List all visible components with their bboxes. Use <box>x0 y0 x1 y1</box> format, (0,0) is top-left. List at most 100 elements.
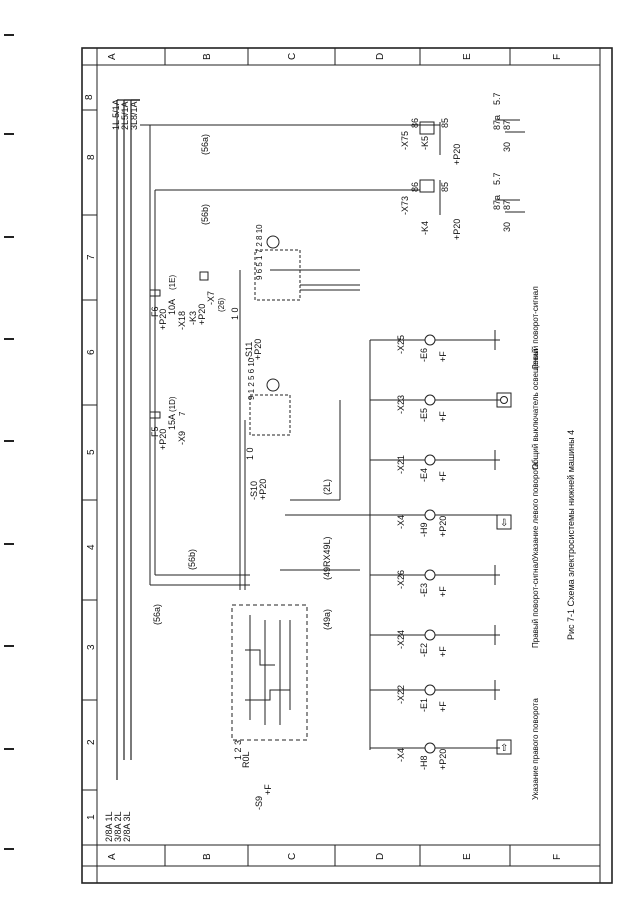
sun-icon <box>500 396 508 404</box>
lamp-supply: +P20 <box>438 516 448 537</box>
lamp-ref: -E4 <box>419 468 429 482</box>
relay-k3-icon <box>199 271 209 281</box>
connector-x9-pin: 7 <box>178 411 187 416</box>
column-letter-c: C <box>287 53 298 60</box>
lamp-supply: +F <box>438 471 448 482</box>
connector-label: -X23 <box>396 395 406 414</box>
lamp-supply: +P20 <box>438 749 448 770</box>
lamp-e4-icon <box>424 454 436 466</box>
lamp-s10-icon <box>266 378 280 392</box>
column-letter-bottom-c: C <box>287 853 298 860</box>
fuse-f5-connector: -X9 <box>177 431 187 445</box>
relay-k5-p85: 85 <box>440 118 450 128</box>
main-wires <box>140 124 440 590</box>
row-number-2: 2 <box>86 739 97 745</box>
wire-2l: (2L) <box>322 479 332 495</box>
supply-left-1: 2/8A 1L <box>104 811 114 842</box>
relay-k5-ref: -K5 <box>420 136 430 150</box>
lamp-ref: -E6 <box>419 348 429 362</box>
relay-k4-pos: 5.7 <box>492 172 502 185</box>
supply-left-2: 3/8A 2L <box>113 811 123 842</box>
relay-k3-supply: +P20 <box>197 304 207 325</box>
connector-label: -X21 <box>396 455 406 474</box>
relay-k3-connector: -X7 <box>206 291 216 305</box>
switch-s11-supply: +P20 <box>253 339 263 360</box>
wire-49rx: (49RX49L) <box>322 536 332 580</box>
column-letter-bottom-a: A <box>107 853 118 860</box>
switch-s9-box <box>231 604 308 741</box>
caption-left-indicator: Указание левого поворота <box>531 462 540 560</box>
column-letter-e: E <box>462 53 473 60</box>
fuse-f6-rating: 10A <box>167 299 177 315</box>
wire-56b-mid: (56b) <box>187 549 197 570</box>
s10-terminals: 9 1 2 5 6 10 <box>247 357 256 400</box>
column-letter-bottom-b: B <box>202 853 213 860</box>
edge-mark-5 <box>4 440 14 442</box>
caption-right-signal: Правый поворот-сигнал <box>531 559 540 648</box>
wire-56a-top: (56a) <box>200 134 210 155</box>
relay-k4-supply: +P20 <box>452 219 462 240</box>
fuse-f5-supply: +P20 <box>158 429 168 450</box>
relay-k4-symbol <box>419 179 525 215</box>
edge-mark-2 <box>4 133 14 135</box>
fuse-f5-rating: 15A <box>167 414 177 430</box>
relay-k4-ref: -K4 <box>420 221 430 235</box>
lamp-symbols <box>424 334 436 754</box>
relay-k4-p30: 30 <box>502 222 512 232</box>
lamp-e6-icon <box>424 334 436 346</box>
fuse-f5-icon <box>149 411 161 419</box>
relay-k4-p86: 86 <box>410 182 420 192</box>
edge-mark-7 <box>4 645 14 647</box>
lamp-labels: -X4-X22-X24-X26-X4-X21-X23-X25-H8+P20-E1… <box>396 335 448 770</box>
row-number-8: 8 <box>86 154 97 160</box>
relay-k4-p87: 87 <box>502 200 512 210</box>
supply-right-2: 2L5/1A <box>120 101 130 130</box>
row-number-right: 8 <box>84 94 95 100</box>
lamp-supply: +F <box>438 586 448 597</box>
outer-frame <box>81 47 613 884</box>
relay-k5-p30: 30 <box>502 142 512 152</box>
lamp-ref: -H8 <box>419 755 429 770</box>
lamp-bus <box>369 330 500 750</box>
lamp-s11-icon <box>266 235 280 249</box>
row-ticks <box>82 109 97 791</box>
switch-s11-name: -S11 <box>244 342 254 360</box>
switch-s9-contacts <box>245 615 291 725</box>
wire-49a: (49a) <box>322 609 332 630</box>
edge-mark-1 <box>4 34 14 36</box>
connector-label: -X4 <box>396 515 406 529</box>
lamp-e5-icon <box>424 394 436 406</box>
switch-s10-name: -S10 <box>249 481 259 500</box>
edge-mark-9 <box>4 848 14 850</box>
lamp-h8-icon <box>424 742 436 754</box>
lamp-ref: -E1 <box>419 698 429 712</box>
caption-main-switch: Общий выключатель освещений <box>531 349 540 470</box>
right-indicator-arrow: ⇧ <box>500 743 508 754</box>
row-number-3: 3 <box>86 644 97 650</box>
relay-k5-pos: 5.7 <box>492 92 502 105</box>
relay-k3-ref: -K3 <box>188 311 198 325</box>
caption-right-indicator: Указание правого поворота <box>531 698 540 800</box>
switch-s10-states: 1 0 <box>245 447 255 460</box>
edge-mark-3 <box>4 236 14 238</box>
column-ticks <box>164 48 511 866</box>
left-indicator-arrow: ⇩ <box>500 518 508 529</box>
row-number-1: 1 <box>86 814 97 820</box>
supply-right-3: 3L8/1A <box>129 101 139 130</box>
edge-mark-4 <box>4 338 14 340</box>
figure-caption: Рис 7-1 Схема электросистемы нижней маши… <box>566 430 576 640</box>
relay-k5-p87: 87 <box>502 120 512 130</box>
row-number-5: 5 <box>86 449 97 455</box>
relay-k5-connector: -X75 <box>400 131 410 150</box>
lamp-e1-icon <box>424 684 436 696</box>
switch-s9-line2: +F <box>263 784 273 795</box>
column-letter-bottom-e: E <box>462 853 473 860</box>
column-letter-a: A <box>107 53 118 60</box>
relay-k5-supply: +P20 <box>452 144 462 165</box>
supply-bus <box>116 99 140 780</box>
connector-label: -X25 <box>396 335 406 354</box>
lamp-e2-icon <box>424 629 436 641</box>
wire-56b-top: (56b) <box>200 204 210 225</box>
lamp-e3-icon <box>424 569 436 581</box>
